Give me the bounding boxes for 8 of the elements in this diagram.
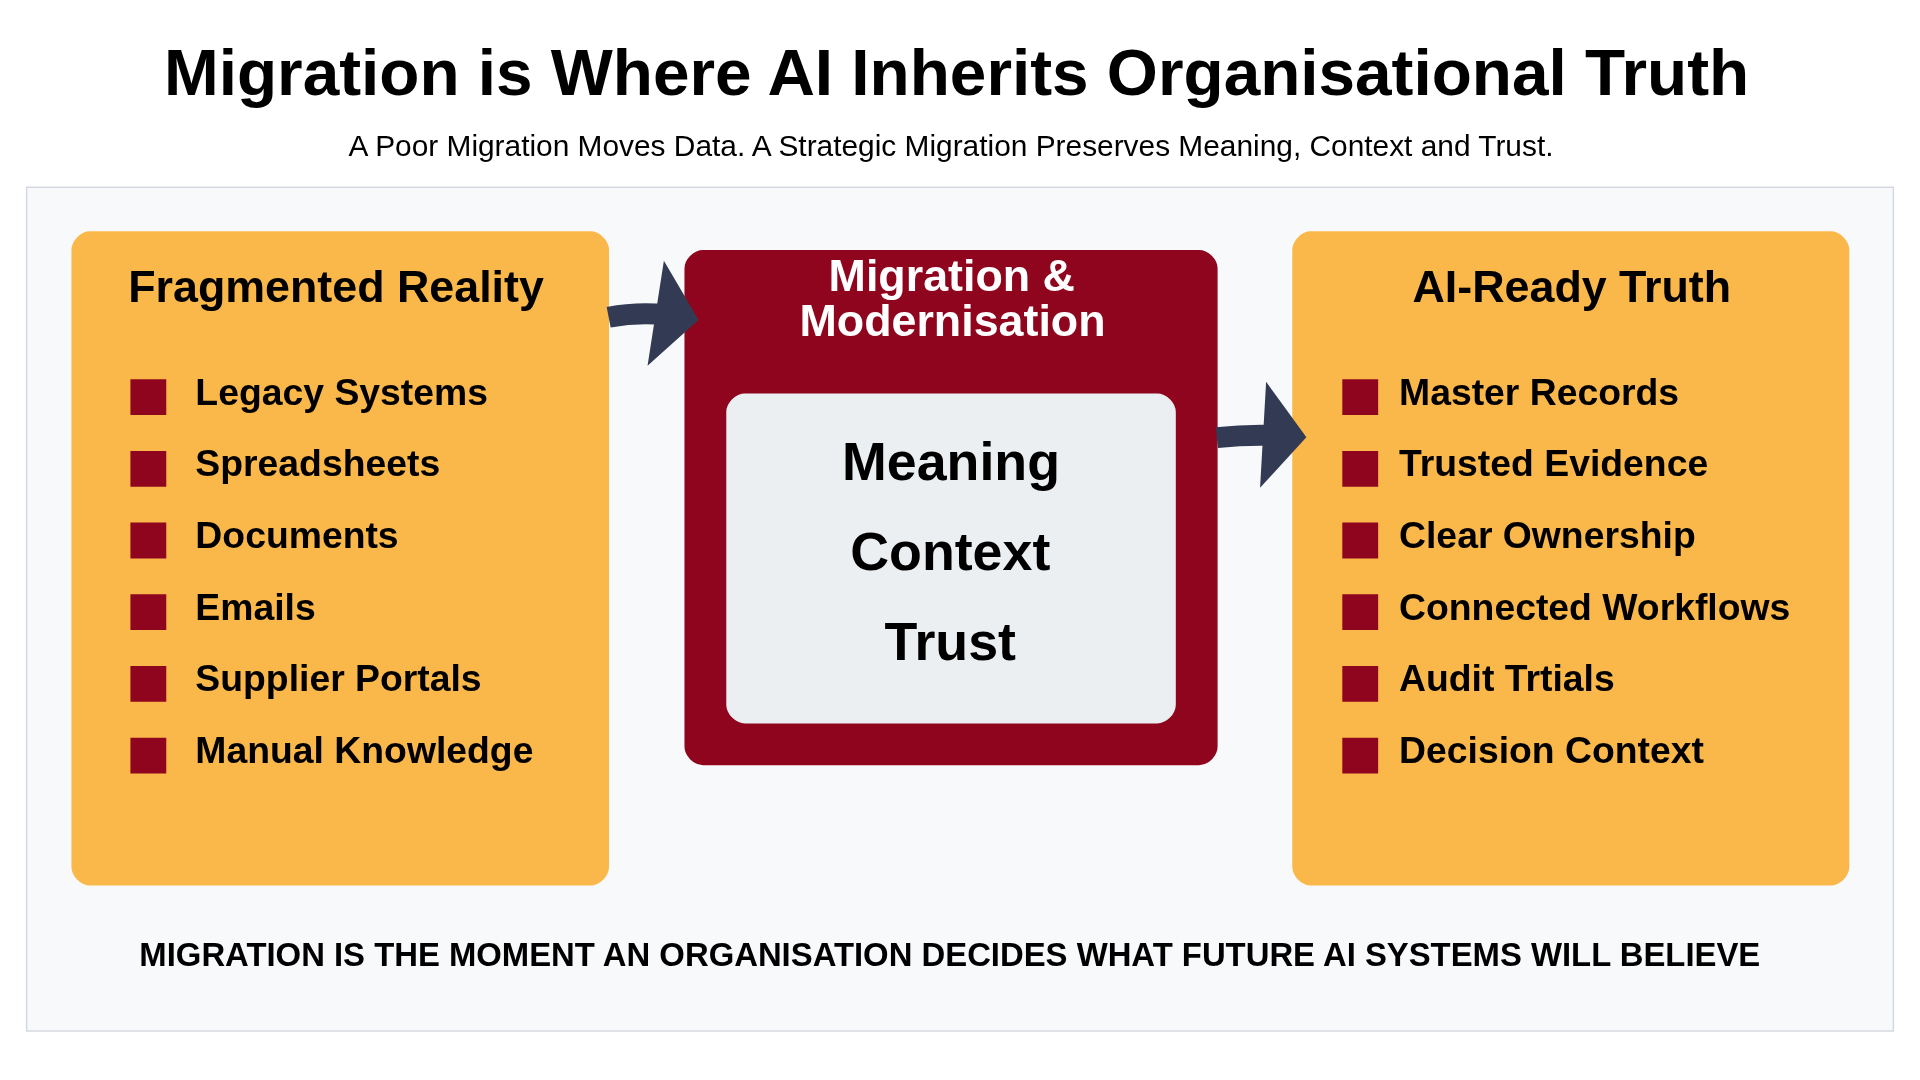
label: A Poor Migration Moves Data. A Strategic Migration Preserves Meaning, Context and Trust. (348, 128, 1554, 162)
node-box: Meaning Context Trust (726, 392, 1176, 723)
cluster (25, 186, 1895, 1032)
arrow (1215, 381, 1307, 488)
diagram-title: Migration is Where AI Inherits Organisational Truth (164, 35, 1750, 109)
node-box: AI-Ready Truth Master Records Trusted Evidence Clear Ownership Connected Workflows Audit Trtials Decision Context (1292, 230, 1850, 885)
label: MIGRATION IS THE MOMENT AN ORGANISATION DECIDES WHAT FUTURE AI SYSTEMS WILL BELIEVE (139, 935, 1761, 973)
node-box: Fragmented Reality Legacy Systems Spreadsheets Documents Emails Supplier Portals Manual Knowledge (71, 230, 610, 885)
